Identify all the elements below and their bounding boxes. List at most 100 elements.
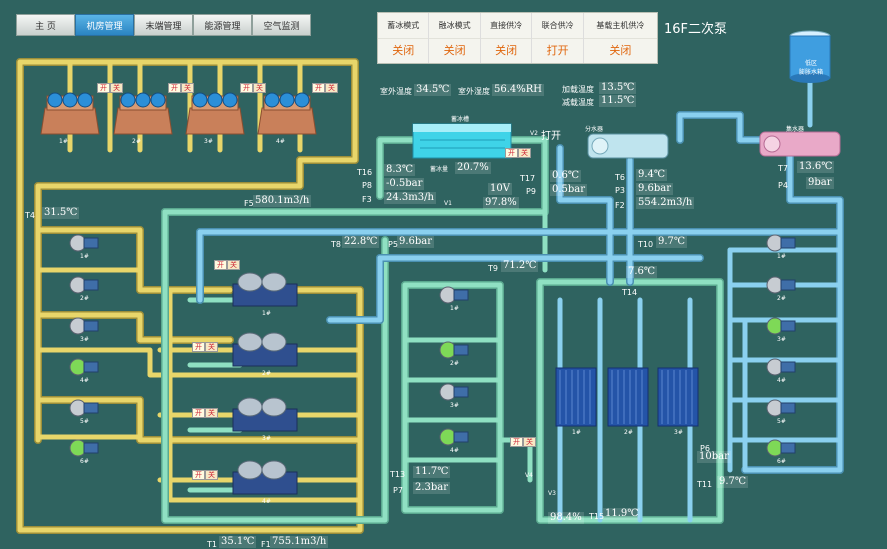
switch-off[interactable]: 关 bbox=[253, 83, 266, 93]
divider-label: 分水器 bbox=[585, 126, 604, 133]
switch-9[interactable]: 开关 bbox=[510, 437, 536, 447]
left-pump-6[interactable] bbox=[69, 439, 99, 457]
cooling-tower-3[interactable] bbox=[185, 92, 245, 135]
switch-off[interactable]: 关 bbox=[518, 148, 531, 158]
switch-off[interactable]: 关 bbox=[205, 342, 218, 352]
reading-p8: -0.5bar bbox=[384, 178, 425, 190]
reading-t7: 13.6℃ bbox=[797, 161, 835, 173]
outdoor-temp-label: 室外温度 bbox=[380, 87, 412, 96]
tag-t4: T4 bbox=[25, 211, 35, 220]
nav-tab-0[interactable]: 主 页 bbox=[16, 14, 75, 36]
outdoor-humidity: 56.4%RH bbox=[492, 84, 545, 96]
switch-8[interactable]: 开关 bbox=[192, 470, 218, 480]
switch-5[interactable]: 开关 bbox=[214, 260, 240, 270]
heat-exchanger-3[interactable] bbox=[657, 367, 699, 427]
switch-on[interactable]: 开 bbox=[192, 470, 205, 480]
switch-off[interactable]: 关 bbox=[227, 260, 240, 270]
nav-tab-2[interactable]: 末端管理 bbox=[134, 14, 193, 36]
mode-2[interactable]: 直接供冷关闭 bbox=[480, 13, 533, 63]
left-pump-4[interactable] bbox=[69, 358, 99, 376]
heat-exchanger-1[interactable] bbox=[555, 367, 597, 427]
heat-exchanger-2[interactable] bbox=[607, 367, 649, 427]
ice-tank[interactable] bbox=[412, 123, 512, 159]
mid-pump-2[interactable] bbox=[439, 341, 469, 359]
nav-tab-3[interactable]: 能源管理 bbox=[193, 14, 252, 36]
cooling-tower-1[interactable] bbox=[40, 92, 100, 135]
expansion-tank[interactable] bbox=[789, 30, 831, 83]
switch-off[interactable]: 关 bbox=[523, 437, 536, 447]
switch-off[interactable]: 关 bbox=[110, 83, 123, 93]
reading-t16: 8.3℃ bbox=[384, 164, 416, 176]
switch-1[interactable]: 开关 bbox=[168, 83, 194, 93]
switch-on[interactable]: 开 bbox=[168, 83, 181, 93]
reading-t15: 11.9℃ bbox=[603, 508, 641, 520]
chiller-3[interactable] bbox=[232, 397, 298, 432]
tag-t6: T6 bbox=[615, 173, 625, 182]
switch-off[interactable]: 关 bbox=[325, 83, 338, 93]
switch-on[interactable]: 开 bbox=[510, 437, 523, 447]
divider-manifold[interactable] bbox=[587, 133, 669, 159]
chiller-4[interactable] bbox=[232, 460, 298, 495]
left-pump-3[interactable] bbox=[69, 317, 99, 335]
chiller-label: 1# bbox=[262, 310, 271, 317]
right-pump-1[interactable] bbox=[766, 234, 796, 252]
chiller-1[interactable] bbox=[232, 272, 298, 307]
right-pump-2[interactable] bbox=[766, 276, 796, 294]
pump-label: 6# bbox=[777, 458, 786, 465]
reading-p4: 9bar bbox=[806, 177, 834, 189]
right-pump-6[interactable] bbox=[766, 439, 796, 457]
switch-7[interactable]: 开关 bbox=[192, 408, 218, 418]
switch-on[interactable]: 开 bbox=[97, 83, 110, 93]
switch-off[interactable]: 关 bbox=[181, 83, 194, 93]
tag-p7: P7 bbox=[393, 486, 403, 495]
switch-off[interactable]: 关 bbox=[205, 408, 218, 418]
mid-pump-4[interactable] bbox=[439, 428, 469, 446]
load-add-temp: 13.5℃ bbox=[599, 82, 637, 94]
v3-percent: 98.4% bbox=[548, 512, 584, 524]
switch-4[interactable]: 开关 bbox=[505, 148, 531, 158]
switch-on[interactable]: 开 bbox=[192, 408, 205, 418]
switch-6[interactable]: 开关 bbox=[192, 342, 218, 352]
switch-on[interactable]: 开 bbox=[192, 342, 205, 352]
left-pump-2[interactable] bbox=[69, 276, 99, 294]
mid-pump-3[interactable] bbox=[439, 383, 469, 401]
switch-on[interactable]: 开 bbox=[312, 83, 325, 93]
switch-on[interactable]: 开 bbox=[214, 260, 227, 270]
pump-label: 1# bbox=[450, 305, 459, 312]
pump-label: 5# bbox=[80, 418, 89, 425]
reading-f3: 24.3m3/h bbox=[384, 192, 436, 204]
cooling-tower-2[interactable] bbox=[113, 92, 173, 135]
collector-manifold[interactable] bbox=[759, 131, 841, 157]
switch-0[interactable]: 开关 bbox=[97, 83, 123, 93]
mode-label: 蓄冰模式 bbox=[378, 13, 429, 39]
right-pump-3[interactable] bbox=[766, 317, 796, 335]
switch-3[interactable]: 开关 bbox=[312, 83, 338, 93]
switch-on[interactable]: 开 bbox=[505, 148, 518, 158]
mode-4[interactable]: 基载主机供冷关闭 bbox=[583, 13, 657, 63]
mode-1[interactable]: 融冰模式关闭 bbox=[429, 13, 481, 63]
v1-percent: 97.8% bbox=[483, 197, 519, 209]
mode-label: 联合供冷 bbox=[532, 13, 583, 39]
switch-2[interactable]: 开关 bbox=[240, 83, 266, 93]
pump-label: 3# bbox=[80, 336, 89, 343]
tag-t7: T7 bbox=[778, 164, 788, 173]
mid-pump-1[interactable] bbox=[439, 286, 469, 304]
chiller-2[interactable] bbox=[232, 332, 298, 367]
left-pump-1[interactable] bbox=[69, 234, 99, 252]
pump-title: 16F二次泵 bbox=[664, 22, 728, 37]
tag-t16: T16 bbox=[357, 168, 373, 177]
mode-0[interactable]: 蓄冰模式关闭 bbox=[378, 13, 430, 63]
switch-off[interactable]: 关 bbox=[205, 470, 218, 480]
right-pump-5[interactable] bbox=[766, 399, 796, 417]
mode-3[interactable]: 联合供冷打开 bbox=[532, 13, 584, 63]
nav-tab-1[interactable]: 机房管理 bbox=[75, 14, 134, 36]
right-pump-4[interactable] bbox=[766, 358, 796, 376]
top-nav: 主 页机房管理末端管理能源管理空气监测 bbox=[16, 14, 311, 36]
nav-tab-4[interactable]: 空气监测 bbox=[252, 14, 311, 36]
chiller-label: 2# bbox=[262, 370, 271, 377]
left-pump-5[interactable] bbox=[69, 399, 99, 417]
reading-t14: 7.6℃ bbox=[626, 266, 658, 278]
cooling-tower-4[interactable] bbox=[257, 92, 317, 135]
outdoor-humidity-label: 室外湿度 bbox=[458, 87, 490, 96]
switch-on[interactable]: 开 bbox=[240, 83, 253, 93]
